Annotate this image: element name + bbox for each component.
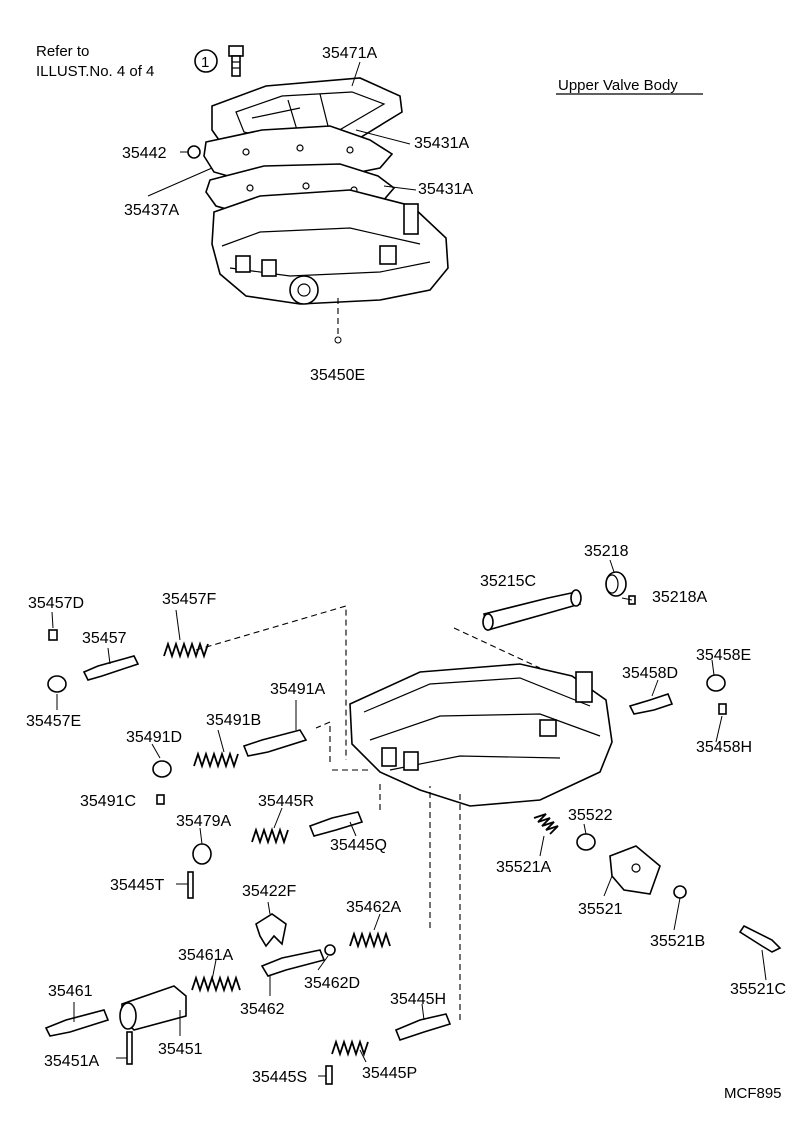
retainer-35491C-shape xyxy=(156,794,165,805)
lower-valve-body xyxy=(349,663,613,807)
label-35218A: 35218A xyxy=(652,589,707,606)
retainer-35457D-shape xyxy=(48,629,58,641)
pin-35451A-shape xyxy=(126,1031,133,1065)
label-35445S: 35445S xyxy=(252,1069,307,1086)
label-35461A: 35461A xyxy=(178,947,233,964)
label-35521B: 35521B xyxy=(650,933,705,950)
spring-35462A-shape xyxy=(349,931,391,949)
reference-circle-icon: 1 xyxy=(194,49,218,73)
refer-note-line2: ILLUST.No. 4 of 4 xyxy=(36,63,154,80)
label-35457F: 35457F xyxy=(162,591,216,608)
label-35215C: 35215C xyxy=(480,573,536,590)
plug-35491D-shape xyxy=(152,760,172,778)
label-35445Q: 35445Q xyxy=(330,837,387,854)
valve-35445Q-shape xyxy=(308,811,364,837)
ball-35462D-shape xyxy=(324,944,336,956)
label-35458H: 35458H xyxy=(696,739,752,756)
label-35457: 35457 xyxy=(82,630,127,647)
plate-35521-shape xyxy=(609,845,661,895)
label-35521C: 35521C xyxy=(730,981,786,998)
plug-35458E-shape xyxy=(706,674,726,692)
label-35458D: 35458D xyxy=(622,665,678,682)
label-35461: 35461 xyxy=(48,983,93,1000)
upper-valve-body-assembly xyxy=(187,77,449,305)
reference-number: 1 xyxy=(201,54,209,71)
label-35521A: 35521A xyxy=(496,859,551,876)
spring-35491B-shape xyxy=(193,751,239,769)
valve-35445H-shape xyxy=(394,1013,452,1041)
label-35457D: 35457D xyxy=(28,595,84,612)
sleeve-35215C-shape xyxy=(482,589,582,631)
label-35445R: 35445R xyxy=(258,793,314,810)
label-35442: 35442 xyxy=(122,145,167,162)
cap-35218-shape xyxy=(605,571,627,597)
retainer-35458H-shape xyxy=(718,703,727,715)
label-35491A: 35491A xyxy=(270,681,325,698)
valve-35458D-shape xyxy=(628,693,674,715)
label-35491B: 35491B xyxy=(206,712,261,729)
label-35451: 35451 xyxy=(158,1041,203,1058)
spring-35521A-shape xyxy=(533,813,559,835)
label-35491C: 35491C xyxy=(80,793,136,810)
label-35462D: 35462D xyxy=(304,975,360,992)
label-35422F: 35422F xyxy=(242,883,296,900)
label-35462: 35462 xyxy=(240,1001,285,1018)
valve-35461-shape xyxy=(44,1009,110,1037)
valve-35491A-shape xyxy=(242,729,308,757)
spring-35445P-shape xyxy=(331,1039,369,1057)
label-35445H: 35445H xyxy=(390,991,446,1008)
plug-35522-shape xyxy=(576,833,596,851)
washer-35521B-shape xyxy=(673,885,687,899)
refer-note-line1: Refer to xyxy=(36,43,89,60)
spring-35457F-shape xyxy=(163,641,209,659)
label-35450E: 35450E xyxy=(310,367,365,384)
label-35457E: 35457E xyxy=(26,713,81,730)
valve-35457-shape xyxy=(82,655,140,681)
label-35451A: 35451A xyxy=(44,1053,99,1070)
label-35437A: 35437A xyxy=(124,202,179,219)
ball-icon xyxy=(187,145,201,159)
label-35218: 35218 xyxy=(584,543,629,560)
spring-35461A-shape xyxy=(191,975,241,993)
label-35521: 35521 xyxy=(578,901,623,918)
label-35445T: 35445T xyxy=(110,877,164,894)
plug-35457E-shape xyxy=(47,675,67,693)
label-35431A-2: 35431A xyxy=(418,181,473,198)
label-35522: 35522 xyxy=(568,807,613,824)
figure-code: MCF895 xyxy=(724,1085,782,1102)
label-35431A-1: 35431A xyxy=(414,135,469,152)
pin-35445T-shape xyxy=(187,871,194,899)
label-35462A: 35462A xyxy=(346,899,401,916)
label-35445P: 35445P xyxy=(362,1065,417,1082)
clip-35422F-shape xyxy=(255,913,287,948)
label-35491D: 35491D xyxy=(126,729,182,746)
spring-35445R-shape xyxy=(251,827,289,845)
bolt-icon xyxy=(228,45,244,77)
valve-35462-shape xyxy=(260,949,326,977)
pin-35445S-shape xyxy=(325,1065,333,1085)
label-35479A: 35479A xyxy=(176,813,231,830)
bolt-35521C-shape xyxy=(738,924,782,953)
label-35471A: 35471A xyxy=(322,45,377,62)
plug-35479A-shape xyxy=(192,843,212,865)
label-35458E: 35458E xyxy=(696,647,751,664)
diagram-title: Upper Valve Body xyxy=(558,77,678,94)
